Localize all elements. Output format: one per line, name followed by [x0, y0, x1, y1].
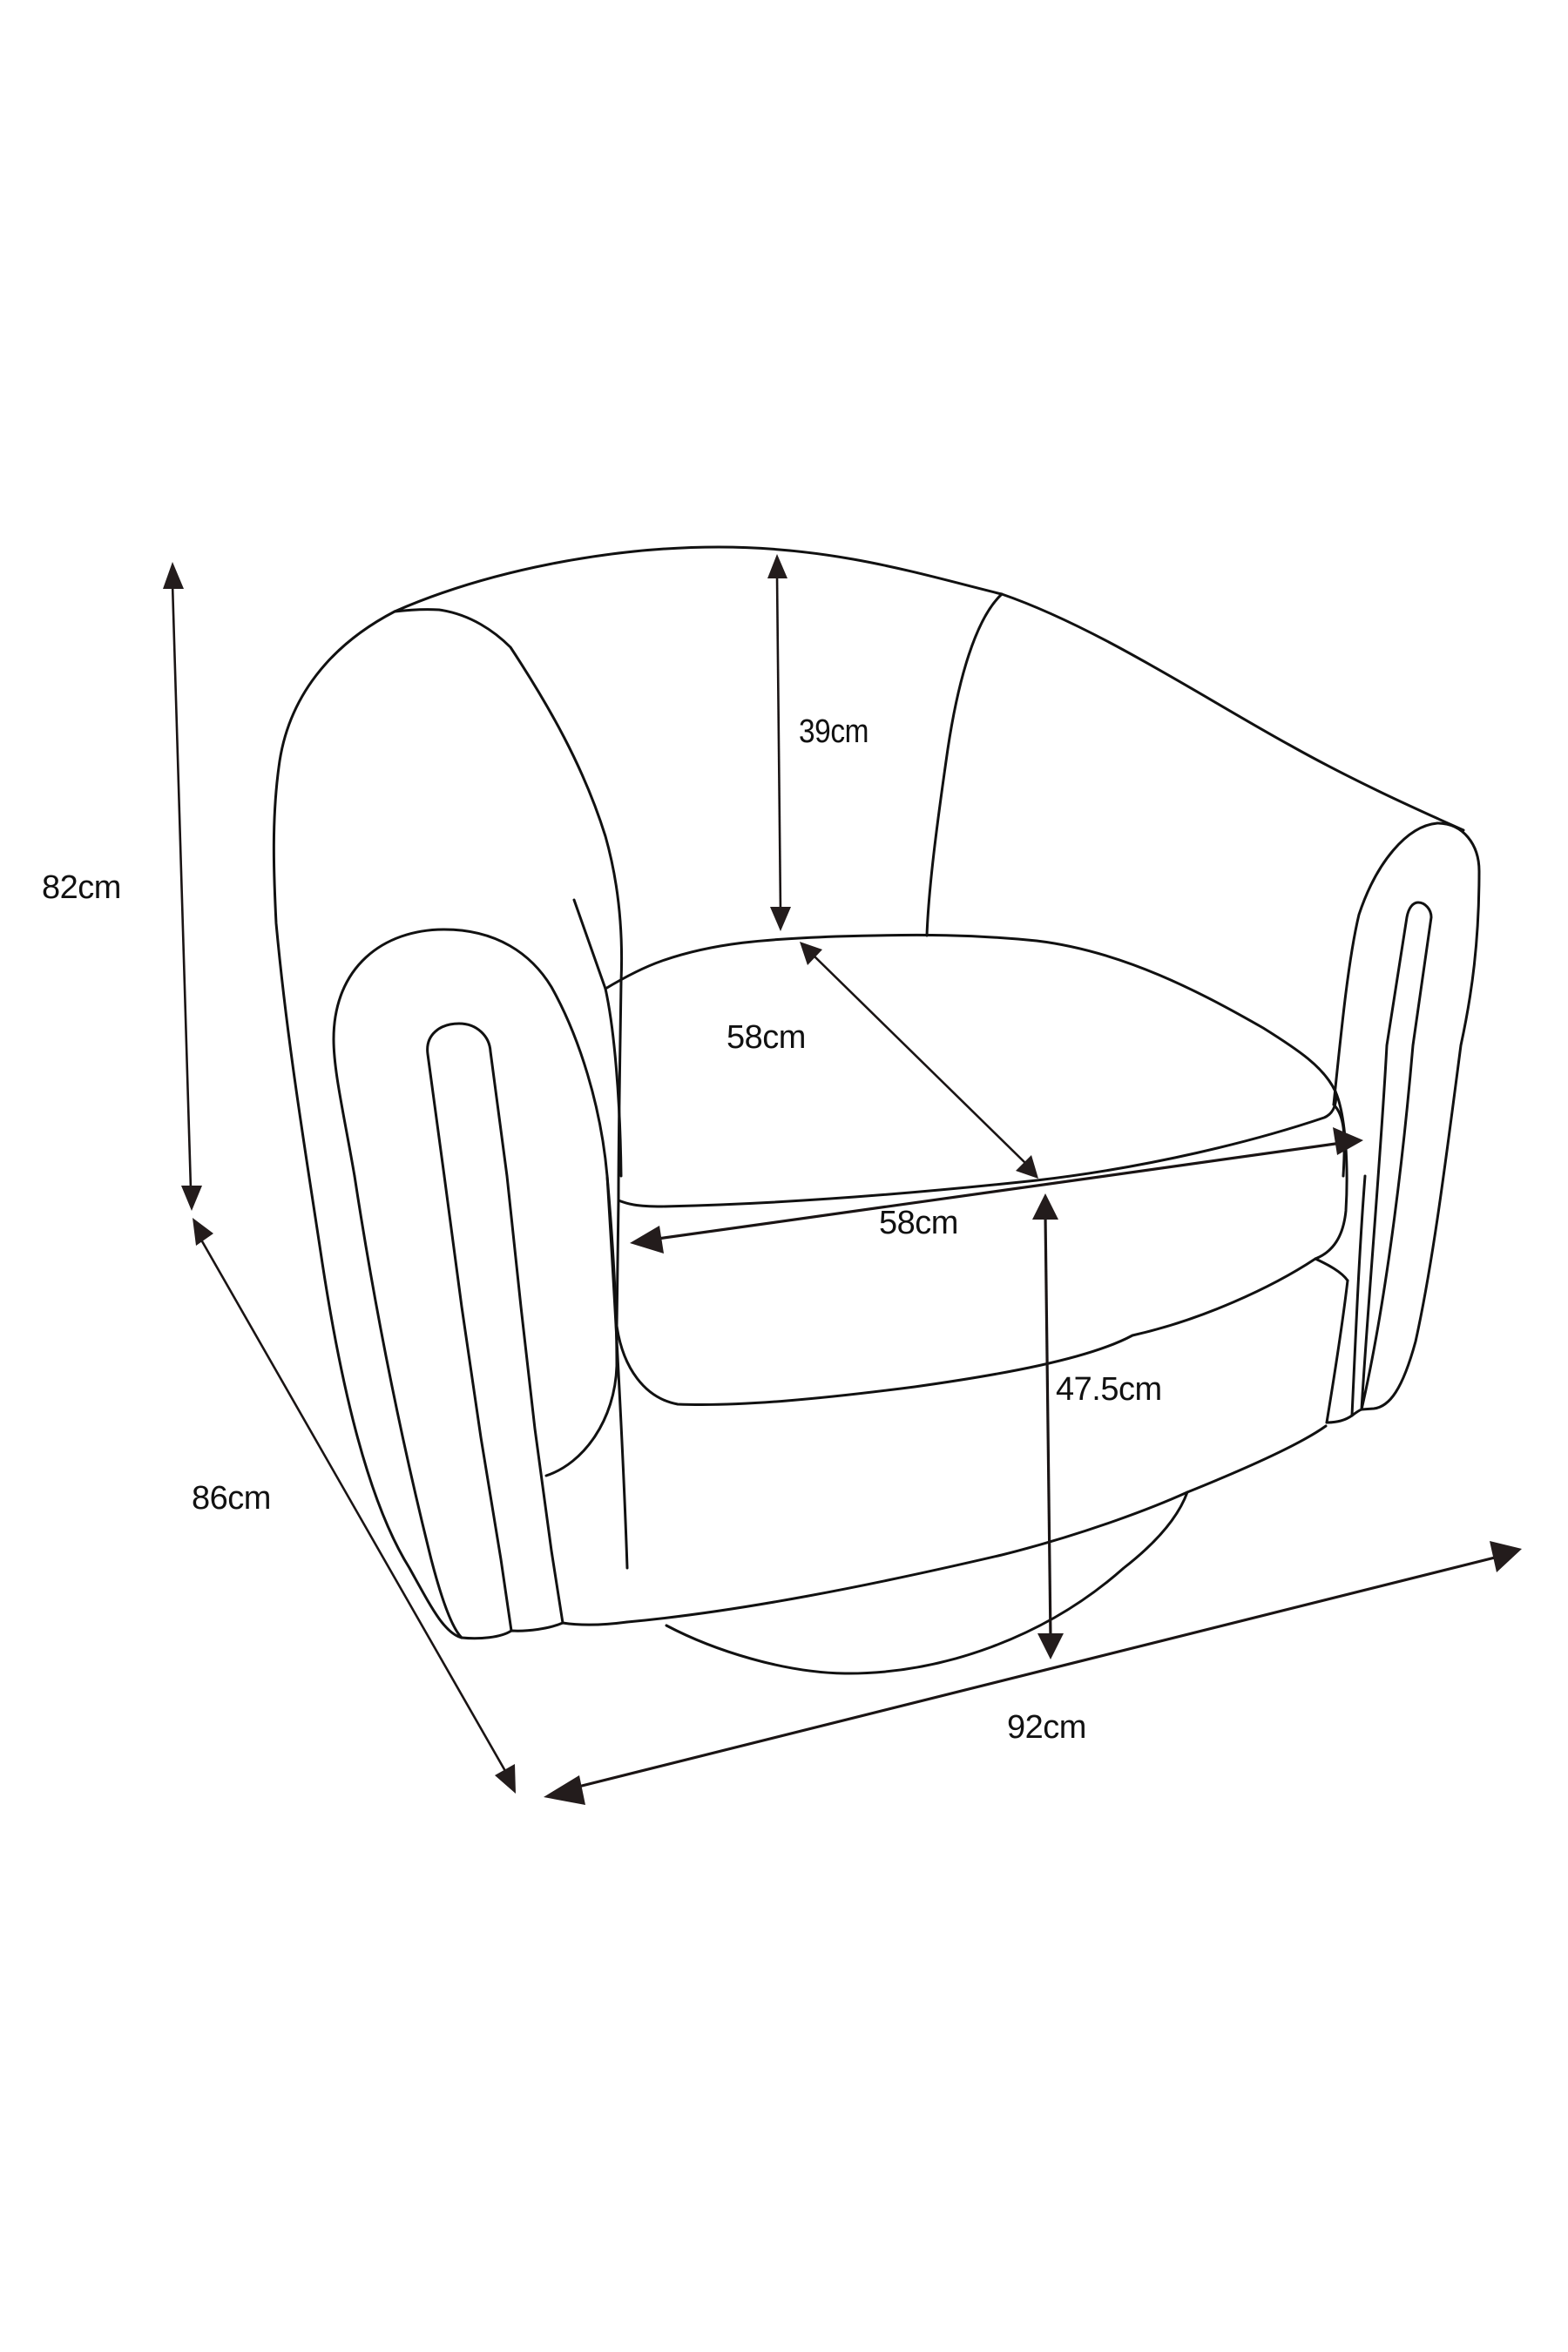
right-arm-line-inner	[1325, 1279, 1349, 1424]
backrest-arrow-bottom-icon	[770, 907, 791, 931]
swivel-base	[665, 1490, 1189, 1675]
height-dimension-line	[171, 583, 193, 1190]
height-arrow-bottom-icon	[181, 1186, 202, 1211]
backrest-height-label: 39cm	[799, 713, 869, 750]
seat-width-label: 58cm	[879, 1205, 958, 1241]
seat-depth-arrow-bottom-icon	[1016, 1155, 1038, 1179]
backrest-arrow-top-icon	[767, 554, 787, 578]
left-base-scallop	[460, 1620, 629, 1640]
seat-width-arrow-left-icon	[630, 1226, 664, 1254]
width-arrow-right-icon	[1490, 1541, 1522, 1572]
left-arm-slot	[426, 1022, 564, 1625]
seat-height-label: 47.5cm	[1056, 1371, 1162, 1408]
right-arm-slot	[1360, 901, 1433, 1411]
overall-height-label: 82cm	[42, 869, 121, 906]
seat-depth-label: 58cm	[727, 1019, 806, 1056]
left-arm-line-outer	[353, 1174, 463, 1639]
body-front-band	[625, 1424, 1328, 1624]
depth-dimension-line	[197, 1234, 510, 1778]
left-inner-back-seam	[393, 608, 624, 983]
depth-arrow-top-icon	[193, 1218, 213, 1246]
right-arm-left-line	[1332, 1103, 1346, 1178]
left-arm-crease	[572, 898, 623, 1178]
overall-width-label: 92cm	[1007, 1709, 1086, 1746]
depth-arrow-bottom-icon	[495, 1764, 516, 1794]
seat-height-arrow-top-icon	[1032, 1193, 1058, 1220]
height-arrow-top-icon	[163, 562, 184, 589]
seat-depth-arrow-top-icon	[800, 942, 822, 965]
seat-width-arrow-right-icon	[1333, 1127, 1363, 1155]
right-inner-back-seam	[925, 592, 1004, 937]
width-arrow-left-icon	[544, 1775, 585, 1805]
backrest-dimension-line	[775, 574, 782, 912]
width-dimension-line	[567, 1555, 1499, 1791]
left-arm-front-panel	[332, 928, 629, 1570]
overall-depth-label: 86cm	[192, 1480, 271, 1517]
seat-width-dimension-line	[651, 1141, 1342, 1241]
seat-depth-dimension-line	[811, 953, 1027, 1165]
dimension-lines	[163, 554, 1522, 1805]
seat-cushion-front-top	[617, 1090, 1338, 1208]
right-arm-line-mid	[1350, 1174, 1367, 1417]
left-outer-side	[272, 610, 463, 1639]
seat-cushion-front-left	[615, 980, 1317, 1407]
right-arm-front-panel	[1332, 821, 1481, 1411]
seat-height-dimension-line	[1044, 1214, 1052, 1639]
backrest-top-edge	[393, 545, 1465, 832]
seat-cushion-front-right	[1314, 1090, 1348, 1260]
right-arm-bottom-cap	[1325, 1408, 1363, 1424]
left-arm-slot-inner	[443, 1174, 513, 1632]
seat-right-seam	[1314, 1257, 1349, 1282]
left-arm-panel-edge	[544, 1174, 618, 1477]
seat-height-arrow-bottom-icon	[1037, 1633, 1064, 1659]
seat-cushion-top	[604, 933, 1337, 1093]
chair-outline	[272, 545, 1481, 1675]
